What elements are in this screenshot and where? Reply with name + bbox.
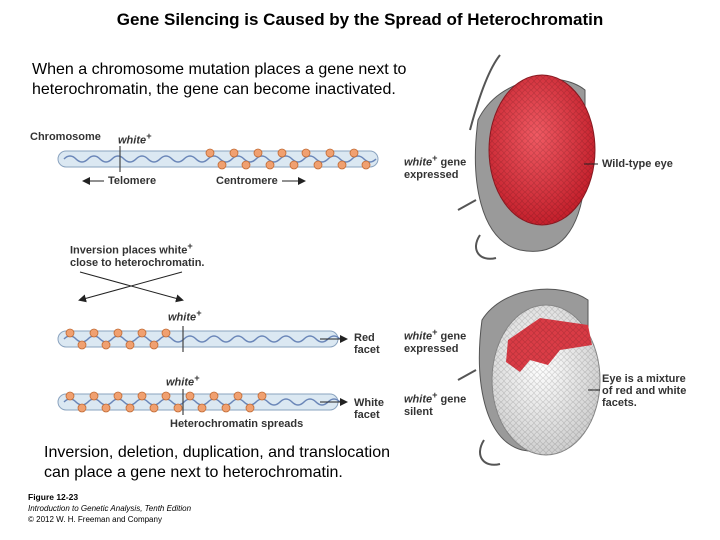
intro-text: When a chromosome mutation places a gene…	[32, 60, 472, 100]
figure-book: Introduction to Genetic Analysis, Tenth …	[28, 504, 192, 513]
figure-copyright: © 2012 W. H. Freeman and Company	[28, 515, 162, 524]
white-gene-label-2: white+	[168, 308, 202, 324]
fly-head-wildtype	[457, 54, 598, 260]
expressed-label-1: white+ gene expressed	[404, 153, 467, 181]
chromosome-wildtype	[57, 146, 379, 185]
figure-id: Figure 12-23	[28, 492, 79, 502]
chromosome-inverted-expressed	[57, 326, 348, 352]
white-gene-label-1: white+	[118, 131, 152, 147]
telomere-label: Telomere	[108, 175, 157, 187]
outro-line-2: can place a gene next to heterochromatin…	[44, 464, 343, 481]
chromosome-inverted-silenced	[57, 389, 348, 415]
intro-line-2: heterochromatin, the gene can become ina…	[32, 81, 396, 98]
wild-type-eye-label: Wild-type eye	[602, 158, 673, 170]
silent-label: white+ gene silent	[404, 390, 467, 418]
heterochromatin-beads	[205, 148, 371, 170]
inversion-label: Inversion places white+ close to heteroc…	[70, 241, 205, 269]
fly-head-mosaic	[457, 288, 601, 466]
intro-line-1: When a chromosome mutation places a gene…	[32, 61, 407, 78]
outro-line-1: Inversion, deletion, duplication, and tr…	[44, 444, 390, 461]
chromosome-label: Chromosome	[30, 131, 101, 143]
heterochromatin-spreads-label: Heterochromatin spreads	[170, 418, 304, 430]
expressed-label-2: white+ gene expressed	[404, 327, 467, 355]
inversion-arrows	[78, 271, 184, 303]
centromere-label: Centromere	[216, 175, 278, 187]
outro-text: Inversion, deletion, duplication, and tr…	[44, 443, 464, 483]
slide-title: Gene Silencing is Caused by the Spread o…	[116, 10, 604, 29]
white-gene-label-3: white+	[166, 373, 200, 389]
